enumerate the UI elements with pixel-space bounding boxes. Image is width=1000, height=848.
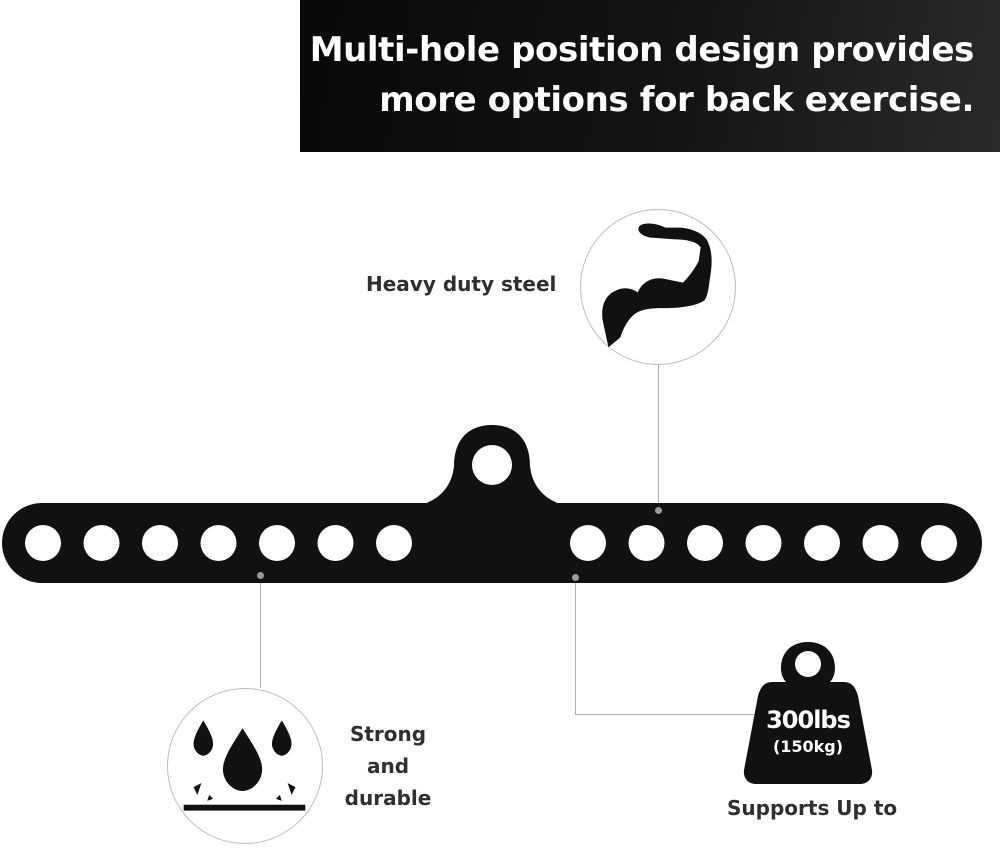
connector-dot-steel [655, 507, 662, 514]
headline-line-1: Multi-hole position design provides [309, 30, 975, 70]
strong-callout-circle [167, 688, 323, 844]
bar-hole [570, 525, 606, 561]
bar-hole [376, 525, 412, 561]
headline-banner: Multi-hole position design provides more… [300, 0, 1000, 152]
bar-hole [83, 525, 120, 561]
bar-hole [142, 525, 178, 561]
connector-dot-strong [257, 572, 264, 579]
bar-hole [804, 525, 840, 561]
weight-value-metric: (150kg) [772, 737, 844, 756]
connector-line-steel [658, 365, 659, 510]
bar-hole [745, 525, 782, 561]
strong-durable-label: Strong and durable [344, 722, 432, 810]
water-drops-icon [183, 720, 306, 811]
flexed-bicep-icon [602, 223, 712, 348]
connector-line-weight [575, 578, 576, 715]
bar-hanging-hole [472, 445, 512, 485]
weight-value: 300lbs [766, 706, 851, 734]
steel-label: Heavy duty steel [366, 272, 557, 296]
connector-dot-weight [572, 574, 579, 581]
headline-line-2: more options for back exercise. [379, 80, 974, 120]
bar-hole [862, 525, 899, 561]
connector-line-strong [260, 576, 261, 688]
supports-label: Supports Up to [727, 796, 898, 820]
bar-holes [25, 525, 957, 561]
steel-callout-circle [580, 209, 736, 365]
connector-line-weight-horizontal [575, 714, 763, 715]
bar-hole [200, 525, 237, 561]
bar-hole [921, 525, 957, 561]
bar-hole [259, 525, 295, 561]
bar-hole [317, 525, 354, 561]
bar-hole [25, 525, 61, 561]
bar-hole [687, 525, 723, 561]
bar-hole [628, 525, 665, 561]
